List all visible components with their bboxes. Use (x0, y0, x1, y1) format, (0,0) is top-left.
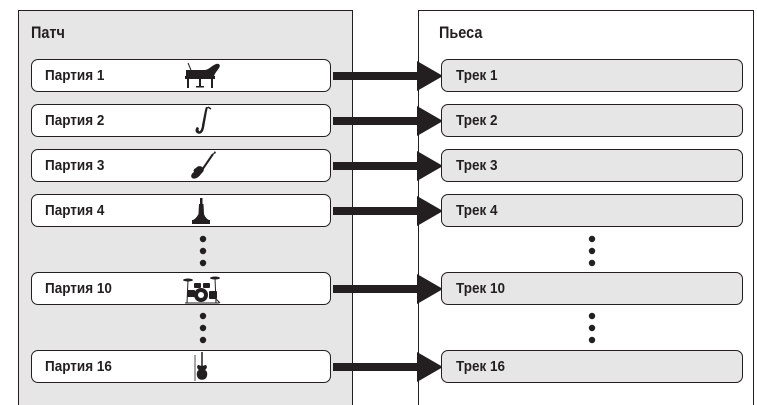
track-box-2: Трек 2 (441, 104, 743, 137)
part-label: Партия 2 (45, 112, 105, 129)
arrow-part-1-to-track-1 (333, 61, 443, 91)
track-label: Трек 1 (456, 67, 498, 84)
arrow-part-2-to-track-2 (333, 106, 443, 136)
track-label: Трек 3 (456, 157, 498, 174)
part-label: Партия 16 (45, 358, 112, 375)
grand-piano-icon (185, 62, 220, 88)
track-box-10: Трек 10 (441, 272, 743, 305)
electric-guitar-icon (191, 151, 216, 179)
part-box-16: Партия 16 (31, 350, 331, 383)
violin-icon (194, 352, 208, 381)
part-box-3: Партия 3 (31, 149, 331, 182)
track-label: Трек 4 (456, 202, 498, 219)
part-box-2: Партия 2 (31, 104, 331, 137)
arrow-part-3-to-track-3 (333, 151, 443, 181)
track-label: Трек 10 (456, 280, 506, 297)
ellipsis-patch-lower (199, 312, 207, 344)
drum-kit-icon (183, 276, 221, 304)
part-label: Партия 3 (45, 157, 105, 174)
arrow-part-16-to-track-16 (333, 352, 443, 382)
patch-title: Патч (31, 23, 65, 42)
track-box-3: Трек 3 (441, 149, 743, 182)
ellipsis-song-lower (588, 312, 596, 344)
track-label: Трек 16 (456, 358, 506, 375)
part-box-1: Партия 1 (31, 59, 331, 92)
ellipsis-song-upper (588, 235, 596, 267)
arrow-part-4-to-track-4 (333, 196, 443, 226)
part-label: Партия 4 (45, 202, 105, 219)
arrow-part-10-to-track-10 (333, 274, 443, 304)
track-box-16: Трек 16 (441, 350, 743, 383)
part-label: Партия 1 (45, 67, 105, 84)
part-label: Партия 10 (45, 280, 112, 297)
saxophone-icon (195, 106, 212, 134)
track-box-4: Трек 4 (441, 194, 743, 227)
ellipsis-patch-upper (199, 235, 207, 267)
track-box-1: Трек 1 (441, 59, 743, 92)
part-box-4: Партия 4 (31, 194, 331, 227)
track-label: Трек 2 (456, 112, 498, 129)
song-title: Пьеса (439, 23, 483, 42)
bell-icon (192, 198, 210, 224)
part-box-10: Партия 10 (31, 272, 331, 305)
